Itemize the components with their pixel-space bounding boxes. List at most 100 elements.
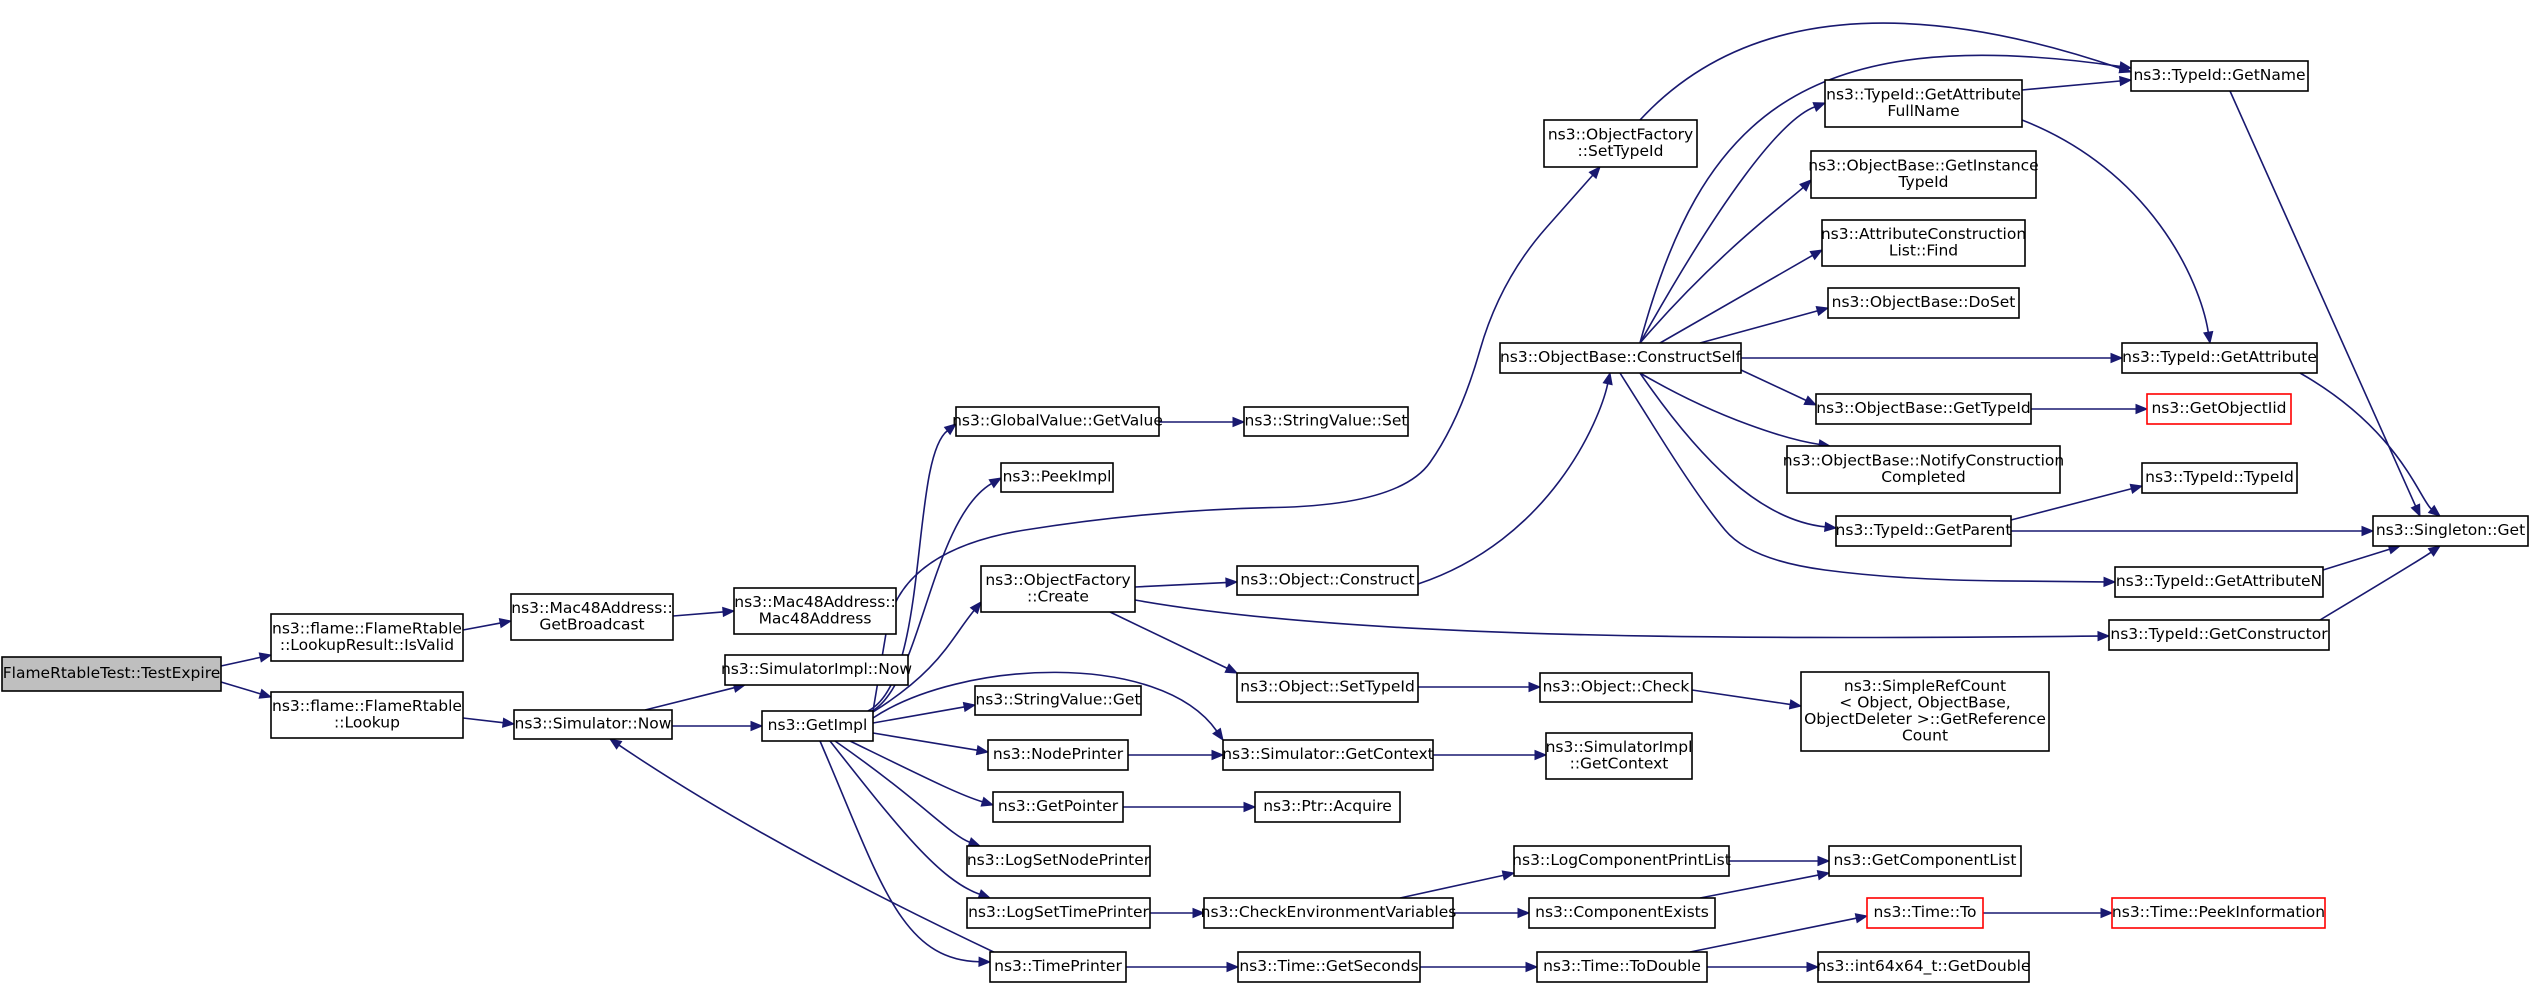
node-box xyxy=(2114,566,2324,598)
node-box xyxy=(1528,897,1716,929)
node-box xyxy=(966,845,1151,877)
node-getpointer[interactable]: ns3::GetPointer xyxy=(992,791,1124,823)
node-label: ns3::Simulator::Now xyxy=(515,715,672,733)
edge-timeprinter-to-simnow xyxy=(608,738,1001,956)
node-obconstructself[interactable]: ns3::ObjectBase::ConstructSelf xyxy=(1499,342,1742,374)
edge-logsettimeprinter-to-checkenv xyxy=(1150,907,1206,919)
edge-getimpl-to-peekimpl xyxy=(869,477,1003,713)
node-checkenv[interactable]: ns3::CheckEnvironmentVariables xyxy=(1201,897,1457,929)
arrowhead-icon xyxy=(1803,395,1818,406)
node-obnotify[interactable]: ns3::ObjectBase::NotifyConstructionCompl… xyxy=(1783,445,2064,494)
node-getcomplist[interactable]: ns3::GetComponentList xyxy=(1828,845,2022,877)
node-label: ns3::flame::FlameRtable xyxy=(272,697,462,715)
node-ofcreate[interactable]: ns3::ObjectFactory::Create xyxy=(980,565,1136,613)
arrowhead-icon xyxy=(975,744,990,756)
node-objconstruct[interactable]: ns3::Object::Construct xyxy=(1236,565,1419,596)
node-box xyxy=(1,656,222,692)
node-int64getdouble[interactable]: ns3::int64x64_t::GetDouble xyxy=(1817,951,2031,983)
node-box xyxy=(270,613,464,662)
node-tidgetconstructor[interactable]: ns3::TypeId::GetConstructor xyxy=(2108,619,2330,651)
arrowhead-icon xyxy=(2361,525,2375,537)
edge-line xyxy=(829,740,980,896)
arrowhead-icon xyxy=(1211,749,1225,761)
node-label: ns3::TimePrinter xyxy=(994,957,1122,975)
node-ofsettypeid[interactable]: ns3::ObjectFactory::SetTypeId xyxy=(1543,119,1698,168)
edge-timegetseconds-to-timetodouble xyxy=(1420,961,1539,973)
node-tidgetparent[interactable]: ns3::TypeId::GetParent xyxy=(1835,515,2012,547)
node-box xyxy=(980,565,1136,613)
node-timetodouble[interactable]: ns3::Time::ToDouble xyxy=(1536,951,1708,983)
edge-nodeprinter-to-simgetcontext xyxy=(1128,749,1225,761)
node-logsettimeprinter[interactable]: ns3::LogSetTimePrinter xyxy=(966,897,1151,929)
node-strset[interactable]: ns3::StringValue::Set xyxy=(1243,406,1409,437)
edge-line xyxy=(462,717,504,724)
node-lookup[interactable]: ns3::flame::FlameRtable::Lookup xyxy=(270,691,464,739)
node-obdoset[interactable]: ns3::ObjectBase::DoSet xyxy=(1827,287,2020,319)
node-simplerefcount[interactable]: ns3::SimpleRefCount< Object, ObjectBase,… xyxy=(1800,671,2050,752)
arrowhead-icon xyxy=(2427,545,2442,557)
edge-tidgetattrfullname-to-tidgetattribute xyxy=(2021,119,2214,345)
node-getobjectiid[interactable]: ns3::GetObjectIid xyxy=(2146,393,2292,425)
node-box xyxy=(955,406,1160,437)
arrowhead-icon xyxy=(980,796,995,807)
node-label: ns3::Object::SetTypeId xyxy=(1240,678,1415,696)
arrowhead-icon xyxy=(1243,801,1257,813)
node-tidgetattributen[interactable]: ns3::TypeId::GetAttributeN xyxy=(2114,566,2324,598)
node-box xyxy=(1866,897,1984,929)
node-objcheck[interactable]: ns3::Object::Check xyxy=(1539,672,1693,703)
node-tidgetname[interactable]: ns3::TypeId::GetName xyxy=(2130,60,2309,92)
edge-tidgetparent-to-singletonget xyxy=(2011,525,2375,537)
node-label: Completed xyxy=(1881,468,1966,486)
node-simimplgetcontext[interactable]: ns3::SimulatorImpl::GetContext xyxy=(1545,732,1693,780)
node-obgettypeid[interactable]: ns3::ObjectBase::GetTypeId xyxy=(1815,393,2032,425)
node-nodeprinter[interactable]: ns3::NodePrinter xyxy=(987,739,1129,771)
node-simgetcontext[interactable]: ns3::Simulator::GetContext xyxy=(1222,739,1434,771)
node-box xyxy=(510,593,674,641)
node-timeto[interactable]: ns3::Time::To xyxy=(1866,897,1984,929)
edge-line xyxy=(1639,22,2121,121)
node-box xyxy=(992,791,1124,823)
node-getbroadcast[interactable]: ns3::Mac48Address::GetBroadcast xyxy=(510,593,674,641)
edge-ofcreate-to-tidgetconstructor xyxy=(1134,599,2111,642)
node-simimplnow[interactable]: ns3::SimulatorImpl::Now xyxy=(721,654,912,686)
node-isvalid[interactable]: ns3::flame::FlameRtable::LookupResult::I… xyxy=(270,613,464,662)
arrowhead-icon xyxy=(2118,61,2133,72)
node-mac48ctor[interactable]: ns3::Mac48Address::Mac48Address xyxy=(733,587,897,635)
node-timeprinter[interactable]: ns3::TimePrinter xyxy=(989,951,1127,983)
node-box xyxy=(1824,79,2023,128)
node-logsetnodeprinter[interactable]: ns3::LogSetNodePrinter xyxy=(966,845,1151,877)
node-objsettypeid[interactable]: ns3::Object::SetTypeId xyxy=(1236,672,1419,703)
edge-line xyxy=(872,610,975,713)
node-timepeekinfo[interactable]: ns3::Time::PeekInformation xyxy=(2111,897,2326,929)
node-ptracquire[interactable]: ns3::Ptr::Acquire xyxy=(1254,791,1401,823)
node-tidtypeid[interactable]: ns3::TypeId::TypeId xyxy=(2141,462,2298,494)
node-compexists[interactable]: ns3::ComponentExists xyxy=(1528,897,1716,929)
node-timegetseconds[interactable]: ns3::Time::GetSeconds xyxy=(1237,951,1421,983)
node-label: ns3::TypeId::GetName xyxy=(2133,66,2305,84)
edge-timeto-to-timepeekinfo xyxy=(1983,907,2114,919)
node-peekimpl[interactable]: ns3::PeekImpl xyxy=(1000,462,1114,493)
node-gvgetvalue[interactable]: ns3::GlobalValue::GetValue xyxy=(952,406,1163,437)
arrowhead-icon xyxy=(1809,249,1824,261)
node-tidgetattribute[interactable]: ns3::TypeId::GetAttribute xyxy=(2121,342,2318,374)
node-box xyxy=(1000,462,1114,493)
node-box xyxy=(1513,845,1730,877)
node-label: ns3::ObjectBase::GetInstance xyxy=(1808,156,2038,174)
node-simnow[interactable]: ns3::Simulator::Now xyxy=(513,709,673,740)
node-box xyxy=(1203,897,1454,929)
edge-ofcreate-to-objsettypeid xyxy=(1109,611,1239,674)
arrowhead-icon xyxy=(2427,504,2442,517)
node-singletonget[interactable]: ns3::Singleton::Get xyxy=(2372,515,2529,547)
node-root[interactable]: FlameRtableTest::TestExpire xyxy=(1,656,222,692)
node-getimpl[interactable]: ns3::GetImpl xyxy=(761,710,874,742)
node-logcompprintlist[interactable]: ns3::LogComponentPrintList xyxy=(1512,845,1731,877)
node-strget[interactable]: ns3::StringValue::Get xyxy=(974,685,1142,716)
node-box xyxy=(1254,791,1401,823)
arrowhead-icon xyxy=(1816,870,1831,881)
arrowhead-icon xyxy=(1501,870,1516,881)
edge-line xyxy=(872,732,978,751)
